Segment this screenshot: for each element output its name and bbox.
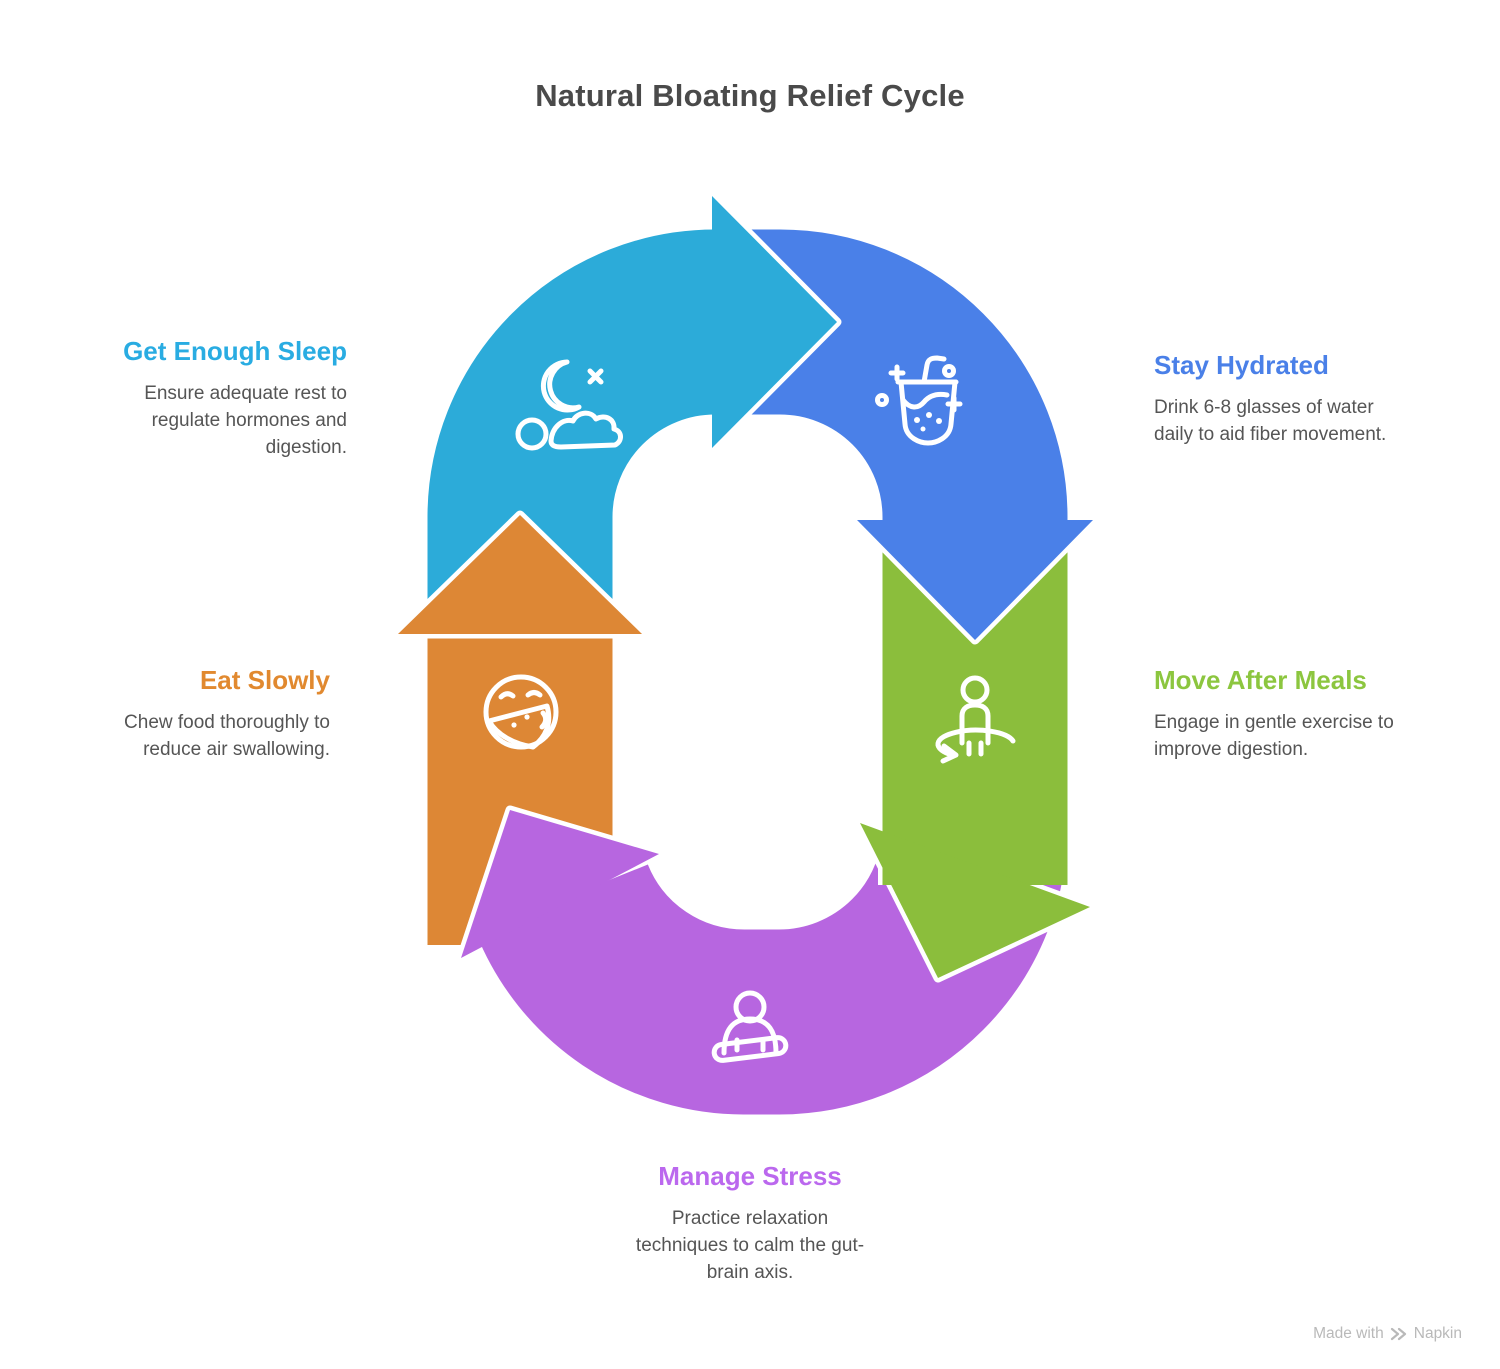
watermark-text: Made with	[1313, 1325, 1384, 1342]
diagram-title: Natural Bloating Relief Cycle	[535, 78, 965, 113]
step-desc-sleep: Ensure adequate rest to regulate hormone…	[144, 382, 347, 458]
step-block-sleep: Get Enough Sleep Ensure adequate rest to…	[107, 336, 347, 462]
step-desc-eat: Chew food thoroughly to reduce air swall…	[124, 711, 330, 760]
step-block-eat: Eat Slowly Chew food thoroughly to reduc…	[90, 665, 330, 764]
step-label-eat: Eat Slowly	[199, 665, 330, 695]
watermark-brand: Napkin	[1413, 1325, 1462, 1342]
napkin-logo-icon	[1390, 1327, 1406, 1341]
step-label-stress: Manage Stress	[658, 1161, 842, 1191]
step-label-hydrate: Stay Hydrated	[1154, 350, 1329, 380]
step-block-stress: Manage Stress Practice relaxation techni…	[625, 1161, 875, 1287]
watermelon-face-icon	[483, 674, 559, 750]
arrow-eat-slowly-head	[393, 510, 647, 639]
step-desc-move: Engage in gentle exercise to improve dig…	[1154, 711, 1394, 760]
arrow-get-enough-sleep	[423, 191, 842, 634]
step-block-move: Move After Meals Engage in gentle exerci…	[1154, 665, 1424, 764]
watermark: Made with Napkin	[1313, 1325, 1462, 1343]
drink-cup-icon	[875, 355, 963, 446]
step-block-hydrate: Stay Hydrated Drink 6-8 glasses of water…	[1154, 350, 1412, 449]
step-desc-hydrate: Drink 6-8 glasses of water daily to aid …	[1154, 396, 1387, 445]
step-label-sleep: Get Enough Sleep	[123, 336, 347, 366]
meditating-person-icon	[711, 990, 789, 1063]
step-desc-stress: Practice relaxation techniques to calm t…	[635, 1207, 865, 1283]
step-label-move: Move After Meals	[1154, 665, 1367, 695]
person-turning-icon	[935, 675, 1016, 764]
moon-and-sleeping-person-icon	[515, 359, 623, 451]
